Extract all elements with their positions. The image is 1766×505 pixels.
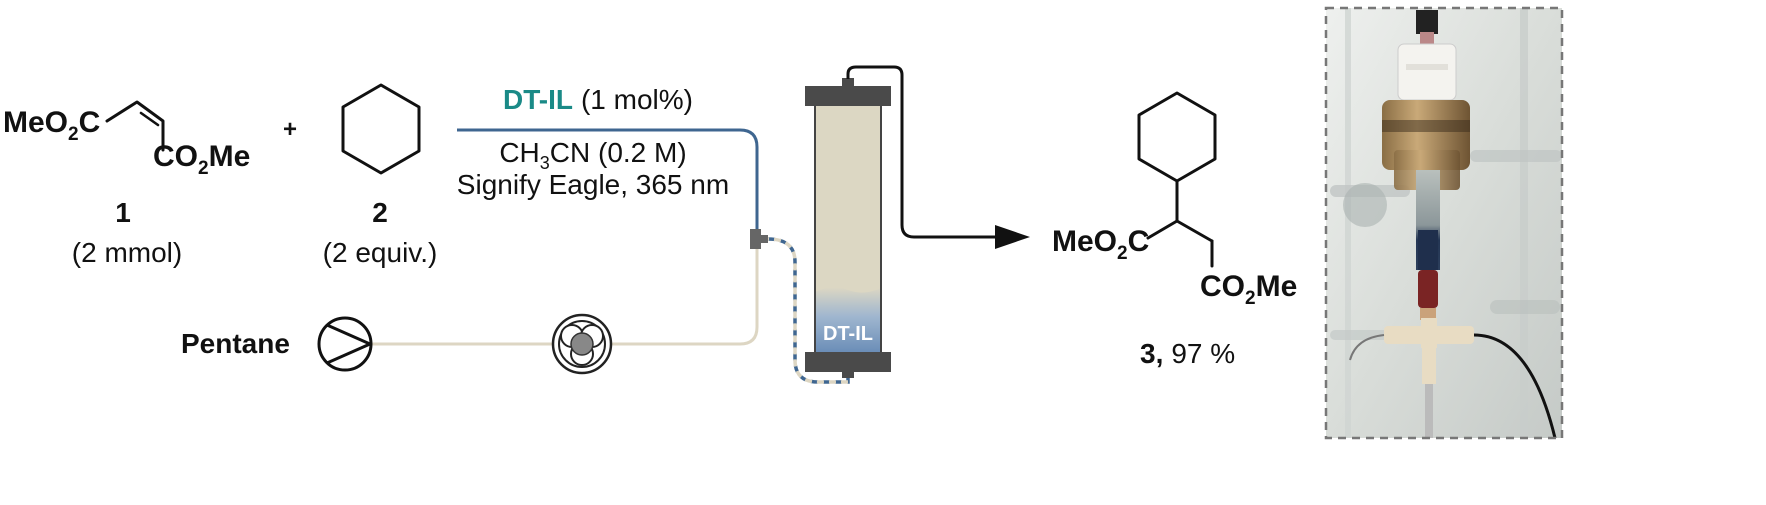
compound-1-right-group: CO2Me bbox=[153, 140, 250, 179]
compound-1-structure: MeO2C CO2Me bbox=[3, 100, 250, 179]
compound-1-number: 1 bbox=[115, 197, 131, 228]
compound-1-left-group: MeO2C bbox=[3, 106, 100, 145]
setup-photo bbox=[1324, 6, 1564, 440]
reagent-line bbox=[457, 128, 759, 232]
compound-2-amount: (2 equiv.) bbox=[323, 237, 438, 268]
plus-sign: + bbox=[283, 116, 297, 143]
conditions-catalyst-line: DT-IL(1 mol%) bbox=[503, 84, 693, 115]
pentane-label: Pentane bbox=[181, 328, 290, 359]
compound-2-number: 2 bbox=[372, 197, 388, 228]
t-mixer bbox=[750, 229, 761, 249]
back-pressure-regulator-icon bbox=[551, 313, 613, 375]
compound-1-amount: (2 mmol) bbox=[72, 237, 182, 268]
conditions-light-source: Signify Eagle, 365 nm bbox=[457, 169, 729, 200]
catalyst-name: DT-IL bbox=[503, 84, 573, 115]
pentane-line bbox=[372, 247, 759, 346]
cyclohexane-ring bbox=[341, 83, 421, 175]
pump-icon bbox=[317, 316, 373, 372]
outlet-line bbox=[846, 65, 1000, 239]
product-right-group: CO2Me bbox=[1200, 270, 1297, 309]
reaction-arrow-head bbox=[995, 225, 1030, 249]
conditions-solvent: CH3CN (0.2 M) bbox=[499, 137, 686, 173]
product-left-group: MeO2C bbox=[1052, 225, 1149, 264]
product-caption: 3,97 % bbox=[1140, 338, 1235, 369]
column-label: DT-IL bbox=[823, 323, 873, 345]
packed-bed-column bbox=[805, 78, 891, 378]
product-3-structure: MeO2C CO2Me bbox=[1052, 91, 1297, 309]
